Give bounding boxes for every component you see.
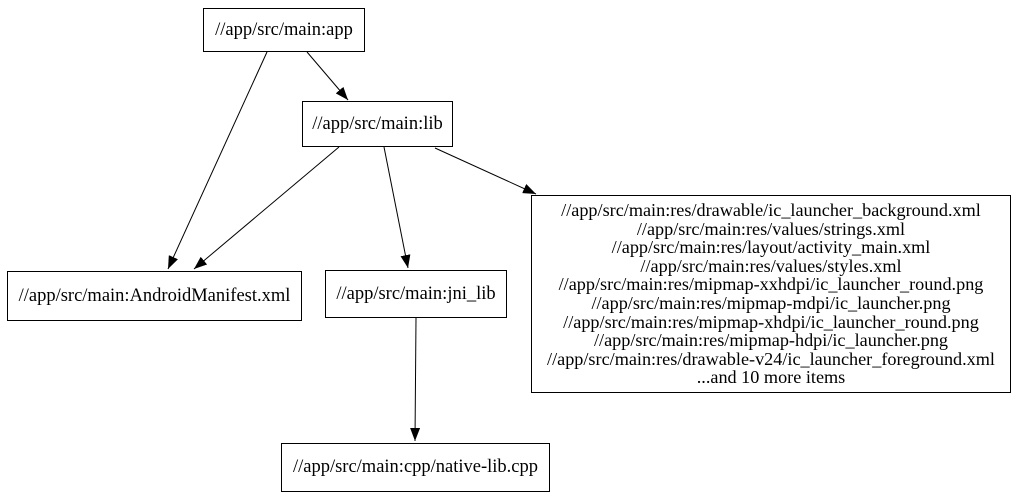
node-app-label: //app/src/main:app xyxy=(215,19,353,40)
node-res-files-line: //app/src/main:res/drawable-v24/ic_launc… xyxy=(547,348,995,369)
node-lib-label: //app/src/main:lib xyxy=(312,113,443,134)
node-android-manifest-label: //app/src/main:AndroidManifest.xml xyxy=(18,285,291,306)
node-res-files-line: //app/src/main:res/mipmap-mdpi/ic_launch… xyxy=(591,293,951,313)
node-res-files: //app/src/main:res/drawable/ic_launcher_… xyxy=(531,195,1011,393)
edge-app-lib xyxy=(306,51,349,101)
node-res-files-line: //app/src/main:res/layout/activity_main.… xyxy=(611,237,931,258)
edge-app-android-manifest xyxy=(167,51,268,270)
node-android-manifest: //app/src/main:AndroidManifest.xml xyxy=(7,271,302,321)
edge-lib-jni-lib xyxy=(383,146,411,269)
edge-lib-android-manifest xyxy=(193,146,340,270)
edge-jni-lib-native-lib-cpp xyxy=(410,317,421,442)
node-res-files-line: //app/src/main:res/mipmap-xhdpi/ic_launc… xyxy=(563,311,979,332)
node-res-files-line: //app/src/main:res/mipmap-xxhdpi/ic_laun… xyxy=(558,274,984,295)
node-res-files-line: //app/src/main:res/drawable/ic_launcher_… xyxy=(561,200,981,221)
node-lib: //app/src/main:lib xyxy=(302,101,453,147)
node-res-files-line: //app/src/main:res/values/styles.xml xyxy=(640,255,902,276)
node-app: //app/src/main:app xyxy=(203,8,365,52)
node-jni-lib-label: //app/src/main:jni_lib xyxy=(336,283,496,304)
edge-lib-res-files xyxy=(434,147,537,195)
node-native-lib-cpp-label: //app/src/main:cpp/native-lib.cpp xyxy=(292,457,539,478)
node-res-files-more-items: ...and 10 more items xyxy=(696,367,846,388)
node-native-lib-cpp: //app/src/main:cpp/native-lib.cpp xyxy=(281,443,550,492)
node-jni-lib: //app/src/main:jni_lib xyxy=(325,270,507,318)
node-res-files-line: //app/src/main:res/values/strings.xml xyxy=(636,218,906,239)
node-res-files-line: //app/src/main:res/mipmap-hdpi/ic_launch… xyxy=(593,330,949,351)
